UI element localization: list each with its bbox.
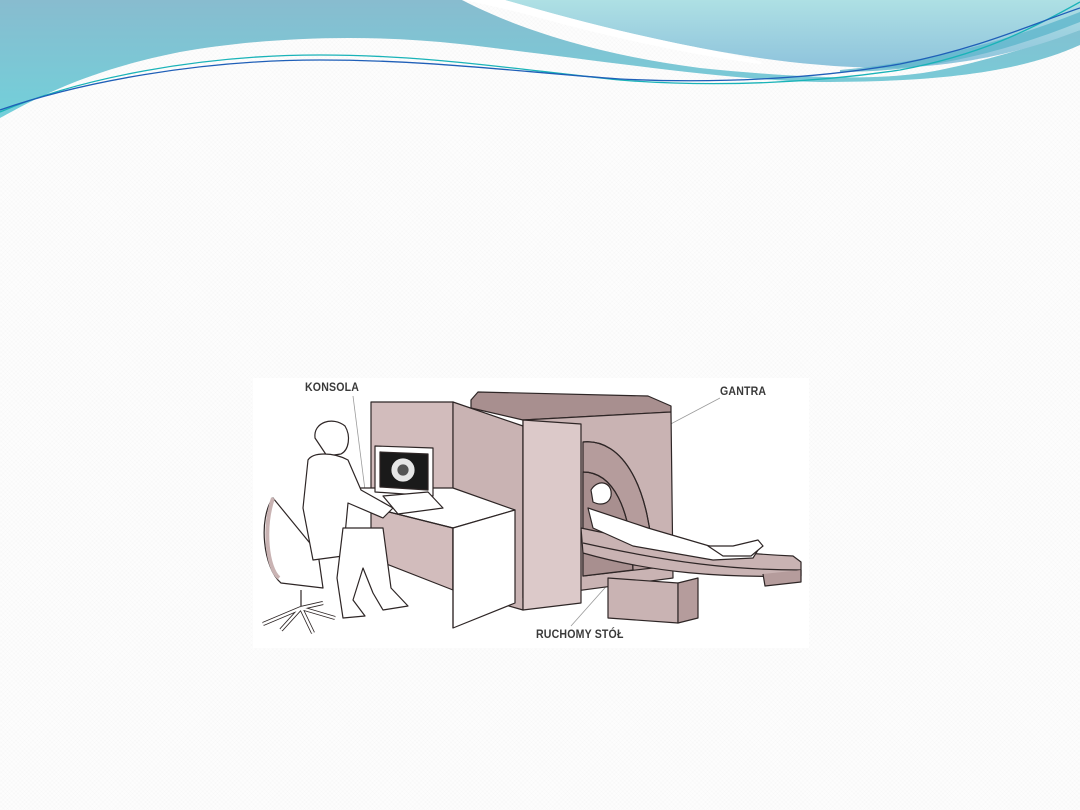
header-wave-decoration — [0, 0, 1080, 118]
moving-table-label: RUCHOMY STÓŁ — [536, 627, 624, 641]
ct-scanner-drawing — [262, 391, 802, 634]
console-label: KONSOLA — [305, 380, 360, 394]
gantry-label: GANTRA — [720, 384, 767, 398]
ct-scanner-illustration: KONSOLA GANTRA RUCHOMY STÓŁ — [253, 378, 809, 648]
